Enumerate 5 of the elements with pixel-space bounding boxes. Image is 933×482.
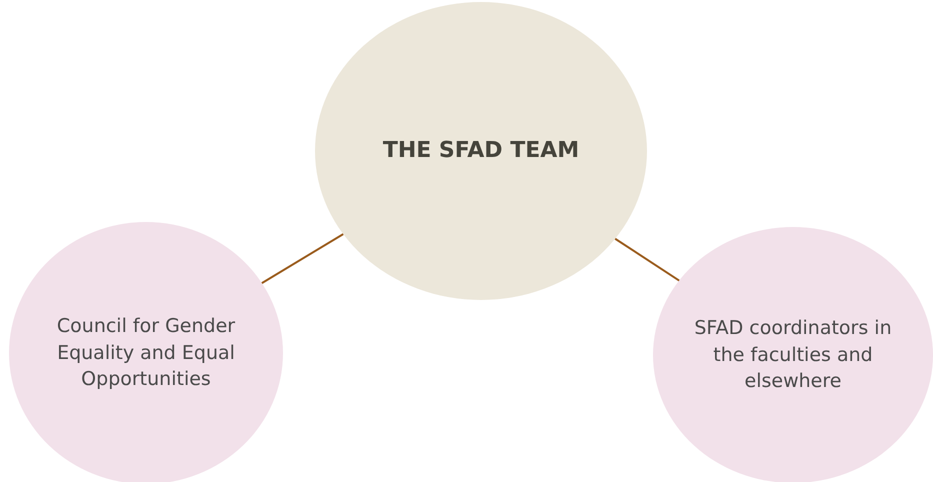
node-label: THE SFAD TEAM xyxy=(382,136,580,165)
node-label: Council for Gender Equality and Equal Opportunities xyxy=(56,314,236,392)
connector-line xyxy=(614,238,680,282)
connector-line xyxy=(261,233,344,284)
node-label: SFAD coordinators in the faculties and elsewhere xyxy=(693,316,893,394)
